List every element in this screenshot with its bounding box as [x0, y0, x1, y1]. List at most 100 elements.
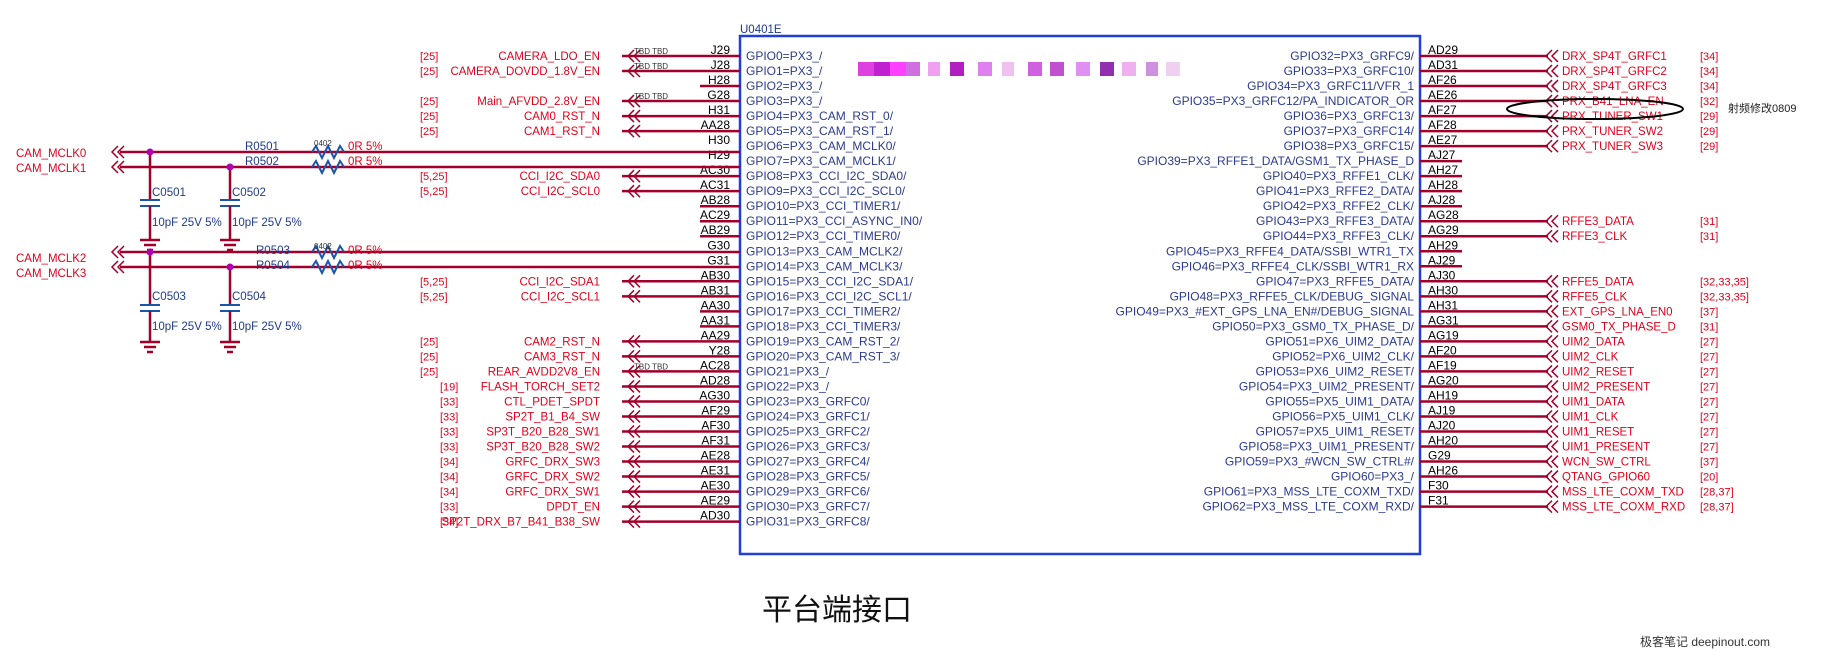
pin-label: GPIO40=PX3_RFFE1_CLK/ — [1263, 169, 1415, 183]
pin-number: G31 — [707, 253, 730, 267]
port-arrow-icon — [626, 169, 641, 183]
net-label: RFFE3_CLK — [1562, 231, 1628, 243]
sheet-ref: [33] — [440, 502, 458, 514]
pin-label: GPIO55=PX5_UIM1_DATA/ — [1265, 394, 1414, 408]
port-arrow-icon — [1544, 334, 1559, 348]
cap-value: 10pF 25V 5% — [232, 217, 302, 229]
pin-number: AJ29 — [1428, 253, 1456, 267]
port-arrow-icon — [1544, 79, 1559, 93]
junction-dot — [226, 263, 234, 271]
pin-label: GPIO31=PX3_GRFC8/ — [746, 515, 870, 529]
port-arrow-icon — [1544, 124, 1559, 138]
watermark: 极客笔记 deepinout.com — [1640, 634, 1770, 649]
net-label: EXT_GPS_LNA_EN0 — [1562, 306, 1673, 318]
sheet-ref: [25] — [420, 351, 438, 363]
port-arrow-icon — [1544, 364, 1559, 378]
pin-label: GPIO4=PX3_CAM_RST_0/ — [746, 109, 894, 123]
pin-label: GPIO28=PX3_GRFC5/ — [746, 470, 870, 484]
pin-number: AD30 — [700, 509, 730, 523]
port-arrow-icon — [626, 409, 641, 424]
right-pin: AG20GPIO54=PX3_UIM2_PRESENT/UIM2_PRESENT… — [1239, 373, 1718, 393]
net-label: CAM1_RST_N — [524, 126, 600, 138]
chip-ref: U0401E — [740, 24, 782, 36]
pin-number: J29 — [711, 43, 731, 57]
pin-label: GPIO37=PX3_GRFC14/ — [1284, 124, 1415, 138]
pin-number: AF28 — [1428, 118, 1457, 132]
pin-label: GPIO16=PX3_CCI_I2C_SCL1/ — [746, 289, 912, 303]
pin-number: AC28 — [700, 358, 730, 372]
tbd-tag: TBD TBD — [634, 62, 668, 71]
net-label: DRX_SP4T_GRFC1 — [1562, 51, 1667, 63]
pin-label: GPIO13=PX3_CAM_MCLK2/ — [746, 244, 903, 258]
resistor-value: 0R 5% — [348, 260, 383, 272]
pin-label: GPIO34=PX3_GRFC11/VFR_1 — [1247, 79, 1414, 93]
pin-label: GPIO45=PX3_RFFE4_DATA/SSBI_WTR1_TX — [1166, 244, 1414, 258]
sheet-ref: [31] — [1700, 216, 1718, 228]
net-label: CAM3_RST_N — [524, 351, 600, 363]
pin-number: AG31 — [1428, 313, 1459, 327]
sheet-ref: [20] — [1700, 472, 1718, 484]
pin-label: GPIO20=PX3_CAM_RST_3/ — [746, 349, 900, 363]
pin-number: AG30 — [699, 388, 730, 402]
pin-label: GPIO54=PX3_UIM2_PRESENT/ — [1239, 379, 1415, 393]
pin-number: AF31 — [701, 434, 730, 448]
pin-label: GPIO46=PX3_RFFE4_CLK/SSBI_WTR1_RX — [1172, 259, 1414, 273]
sheet-ref: [34] — [440, 517, 458, 529]
sheet-ref: [27] — [1700, 351, 1718, 363]
pin-number: H29 — [708, 148, 730, 162]
sheet-ref: [34] — [1700, 51, 1718, 63]
port-arrow-icon — [626, 289, 641, 303]
net-label: CCI_I2C_SCL0 — [521, 186, 600, 198]
pin-label: GPIO35=PX3_GRFC12/PA_INDICATOR_OR — [1172, 94, 1414, 108]
net-label: GRFC_DRX_SW2 — [505, 472, 600, 484]
pin-number: AF26 — [1428, 73, 1457, 87]
pin-label: GPIO33=PX3_GRFC10/ — [1284, 64, 1415, 78]
pin-number: AE30 — [701, 479, 731, 493]
net-label: GRFC_DRX_SW1 — [505, 487, 600, 499]
port-arrow-icon — [626, 334, 641, 348]
port-arrow-icon — [1544, 64, 1559, 78]
sheet-ref: [29] — [1700, 126, 1718, 138]
pin-number: AE26 — [1428, 88, 1458, 102]
port-arrow-icon — [626, 439, 641, 454]
cap-value: 10pF 25V 5% — [152, 321, 222, 333]
pin-label: GPIO7=PX3_CAM_MCLK1/ — [746, 154, 896, 168]
net-label: UIM2_RESET — [1562, 366, 1634, 378]
port-arrow-icon — [1544, 109, 1559, 123]
port-arrow-icon — [626, 500, 641, 514]
pin-label: GPIO50=PX3_GSM0_TX_PHASE_D/ — [1212, 319, 1414, 333]
right-pin-group: AD29GPIO32=PX3_GRFC9/DRX_SP4T_GRFC1[34]A… — [1116, 43, 1749, 514]
port-arrow-icon — [1544, 289, 1559, 303]
pin-number: G30 — [707, 238, 730, 252]
port-arrow-icon — [626, 394, 641, 408]
sheet-ref: [33] — [440, 411, 458, 423]
sheet-ref: [32,33,35] — [1700, 276, 1749, 288]
sheet-ref: [5,25] — [420, 171, 448, 183]
net-label: CTL_PDET_SPDT — [504, 396, 600, 408]
pin-label: GPIO24=PX3_GRFC1/ — [746, 409, 870, 423]
resistor-ref: R0502 — [245, 156, 279, 168]
pin-label: GPIO2=PX3_/ — [746, 79, 823, 93]
net-label: DRX_SP4T_GRFC2 — [1562, 66, 1667, 78]
resistor-package: 0402 — [314, 242, 332, 251]
net-label: CAM0_RST_N — [524, 111, 600, 123]
pin-number: AG19 — [1428, 328, 1459, 342]
net-label: GSM0_TX_PHASE_D — [1562, 321, 1676, 333]
pin-number: AH31 — [1428, 298, 1458, 312]
right-pin: AH20GPIO58=PX3_UIM1_PRESENT/UIM1_PRESENT… — [1239, 434, 1718, 454]
